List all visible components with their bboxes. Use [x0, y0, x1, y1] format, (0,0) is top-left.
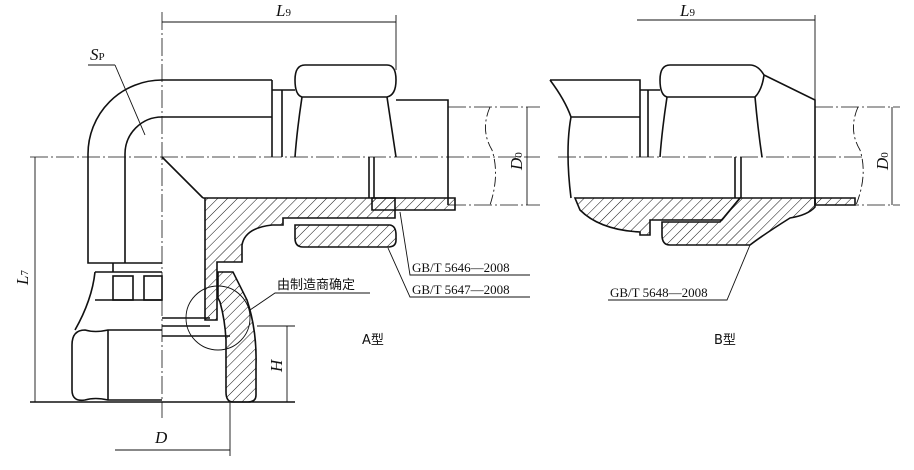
caption-b: B型 — [714, 333, 736, 348]
svg-text:SP: SP — [90, 45, 105, 64]
svg-text:GB/T 5648—2008: GB/T 5648—2008 — [610, 285, 708, 300]
tube — [396, 99, 449, 205]
view-b: L9 D0 GB/T 5648—2008 B型 — [549, 1, 900, 348]
svg-text:L9: L9 — [275, 1, 291, 20]
dim-l9-a: L9 — [162, 1, 397, 70]
svg-text:L7: L7 — [13, 270, 32, 286]
elbow-inner — [124, 116, 272, 263]
dim-sp: SP — [88, 45, 146, 136]
ring — [74, 271, 162, 331]
note-manufacturer: 由制造商确定 — [249, 278, 370, 311]
svg-text:D0: D0 — [873, 152, 892, 171]
svg-text:D0: D0 — [507, 152, 526, 171]
nut-b — [659, 64, 816, 205]
detail-circle — [185, 285, 251, 351]
caption-a: A型 — [362, 333, 384, 348]
tube-wall-section — [371, 197, 456, 211]
dim-l7: L7 — [13, 157, 36, 402]
nut-section — [294, 224, 397, 248]
standard-label-b: GB/T 5648—2008 — [608, 244, 751, 301]
dim-h: H — [257, 325, 295, 402]
upper-nut — [294, 64, 397, 158]
lower-nut — [71, 329, 162, 402]
ring-window — [112, 275, 134, 301]
body-b-section — [573, 197, 742, 236]
svg-text:L9: L9 — [679, 1, 695, 20]
dim-l9-b: L9 — [637, 1, 816, 100]
dim-d0-b: D0 — [873, 107, 893, 205]
dim-d0-a: D0 — [507, 107, 528, 205]
svg-text:GB/T 5646—2008: GB/T 5646—2008 — [412, 260, 510, 275]
sleeve-section — [217, 271, 257, 403]
svg-text:D: D — [154, 428, 168, 447]
elbow-outer — [87, 79, 272, 264]
body-section — [203, 197, 396, 321]
dim-d: D — [115, 402, 231, 456]
view-a: L9 L7 SP D0 H D 由制造商确定 — [13, 1, 540, 456]
ring-window — [143, 275, 163, 301]
svg-text:H: H — [267, 358, 286, 373]
body-b — [549, 79, 641, 199]
nut-b-section — [661, 197, 816, 246]
svg-text:由制造商确定: 由制造商确定 — [277, 278, 355, 293]
svg-text:GB/T 5647—2008: GB/T 5647—2008 — [412, 282, 510, 297]
standard-label-1: GB/T 5646—2008 — [399, 211, 530, 276]
standard-label-2: GB/T 5647—2008 — [387, 247, 530, 298]
